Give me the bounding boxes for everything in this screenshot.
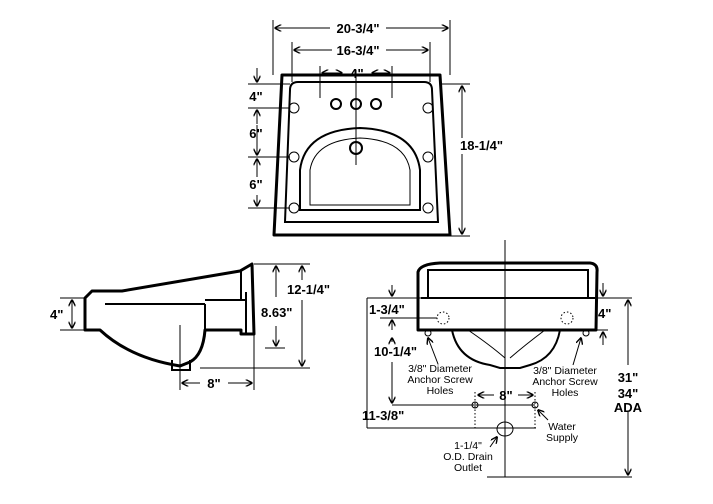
dim-faucet-spacing: 4" bbox=[350, 66, 363, 81]
dim-offset-2: 6" bbox=[249, 126, 262, 141]
basin-rim-top bbox=[283, 81, 440, 223]
dim-bowl-height: 8.63" bbox=[261, 305, 292, 320]
dim-rim-height: 4" bbox=[50, 307, 63, 322]
drain-note-3: Outlet bbox=[454, 462, 482, 474]
anchor-note-left-3: Holes bbox=[427, 385, 454, 397]
dim-overall-height: 12-1/4" bbox=[287, 282, 330, 297]
drain-note-1: 1-1/4" bbox=[454, 440, 482, 452]
dim-top-to-hole: 1-3/4" bbox=[369, 302, 405, 317]
dim-ada-height: 34" bbox=[618, 386, 639, 401]
water-supply-note-2: Supply bbox=[546, 432, 579, 444]
side-view: 4" 8.63" 12-1/4" 8" bbox=[50, 262, 330, 391]
basin-bowl-top bbox=[299, 126, 421, 211]
faucet-hole-left bbox=[330, 98, 342, 110]
dim-overall-width: 20-3/4" bbox=[336, 21, 379, 36]
ada-label: ADA bbox=[614, 400, 643, 415]
faucet-hole-right bbox=[370, 98, 382, 110]
water-supply-right bbox=[531, 401, 539, 409]
drain-note-2: O.D. Drain bbox=[443, 451, 493, 463]
water-supply-left bbox=[471, 401, 479, 409]
anchor-note-right-2: Anchor Screw bbox=[532, 376, 598, 388]
sink-outline-front bbox=[416, 261, 599, 332]
dim-offset-1: 4" bbox=[249, 89, 262, 104]
water-supply-note-1: Water bbox=[548, 421, 576, 433]
anchor-note-right-1: 3/8" Diameter bbox=[533, 365, 597, 377]
dim-bracket-height: 4" bbox=[598, 306, 611, 321]
anchor-note-right-3: Holes bbox=[552, 387, 579, 399]
anchor-hole-left bbox=[436, 311, 450, 325]
dim-top-to-drain: 11-3/8" bbox=[362, 408, 404, 423]
dim-drain-to-wall: 8" bbox=[207, 376, 220, 391]
anchor-hole-right bbox=[560, 311, 574, 325]
front-view: 1-3/4" 10-1/4" 11-3/8" 4" 31" 34" ADA 8"… bbox=[362, 240, 643, 478]
anchor-note-left-1: 3/8" Diameter bbox=[408, 363, 472, 375]
dim-hole-to-supply: 10-1/4" bbox=[374, 344, 417, 359]
dim-depth: 18-1/4" bbox=[460, 138, 503, 153]
dim-offset-3: 6" bbox=[249, 177, 262, 192]
dim-inner-width: 16-3/4" bbox=[336, 43, 379, 58]
dim-supply-spacing: 8" bbox=[499, 388, 512, 403]
top-view: 20-3/4" 16-3/4" 4" 4" 6" 6" 18-1/4" bbox=[248, 20, 503, 237]
anchor-note-left-2: Anchor Screw bbox=[407, 374, 473, 386]
dim-floor-height: 31" bbox=[618, 370, 639, 385]
drain-outlet bbox=[496, 421, 514, 437]
sink-outline-side bbox=[83, 262, 256, 368]
